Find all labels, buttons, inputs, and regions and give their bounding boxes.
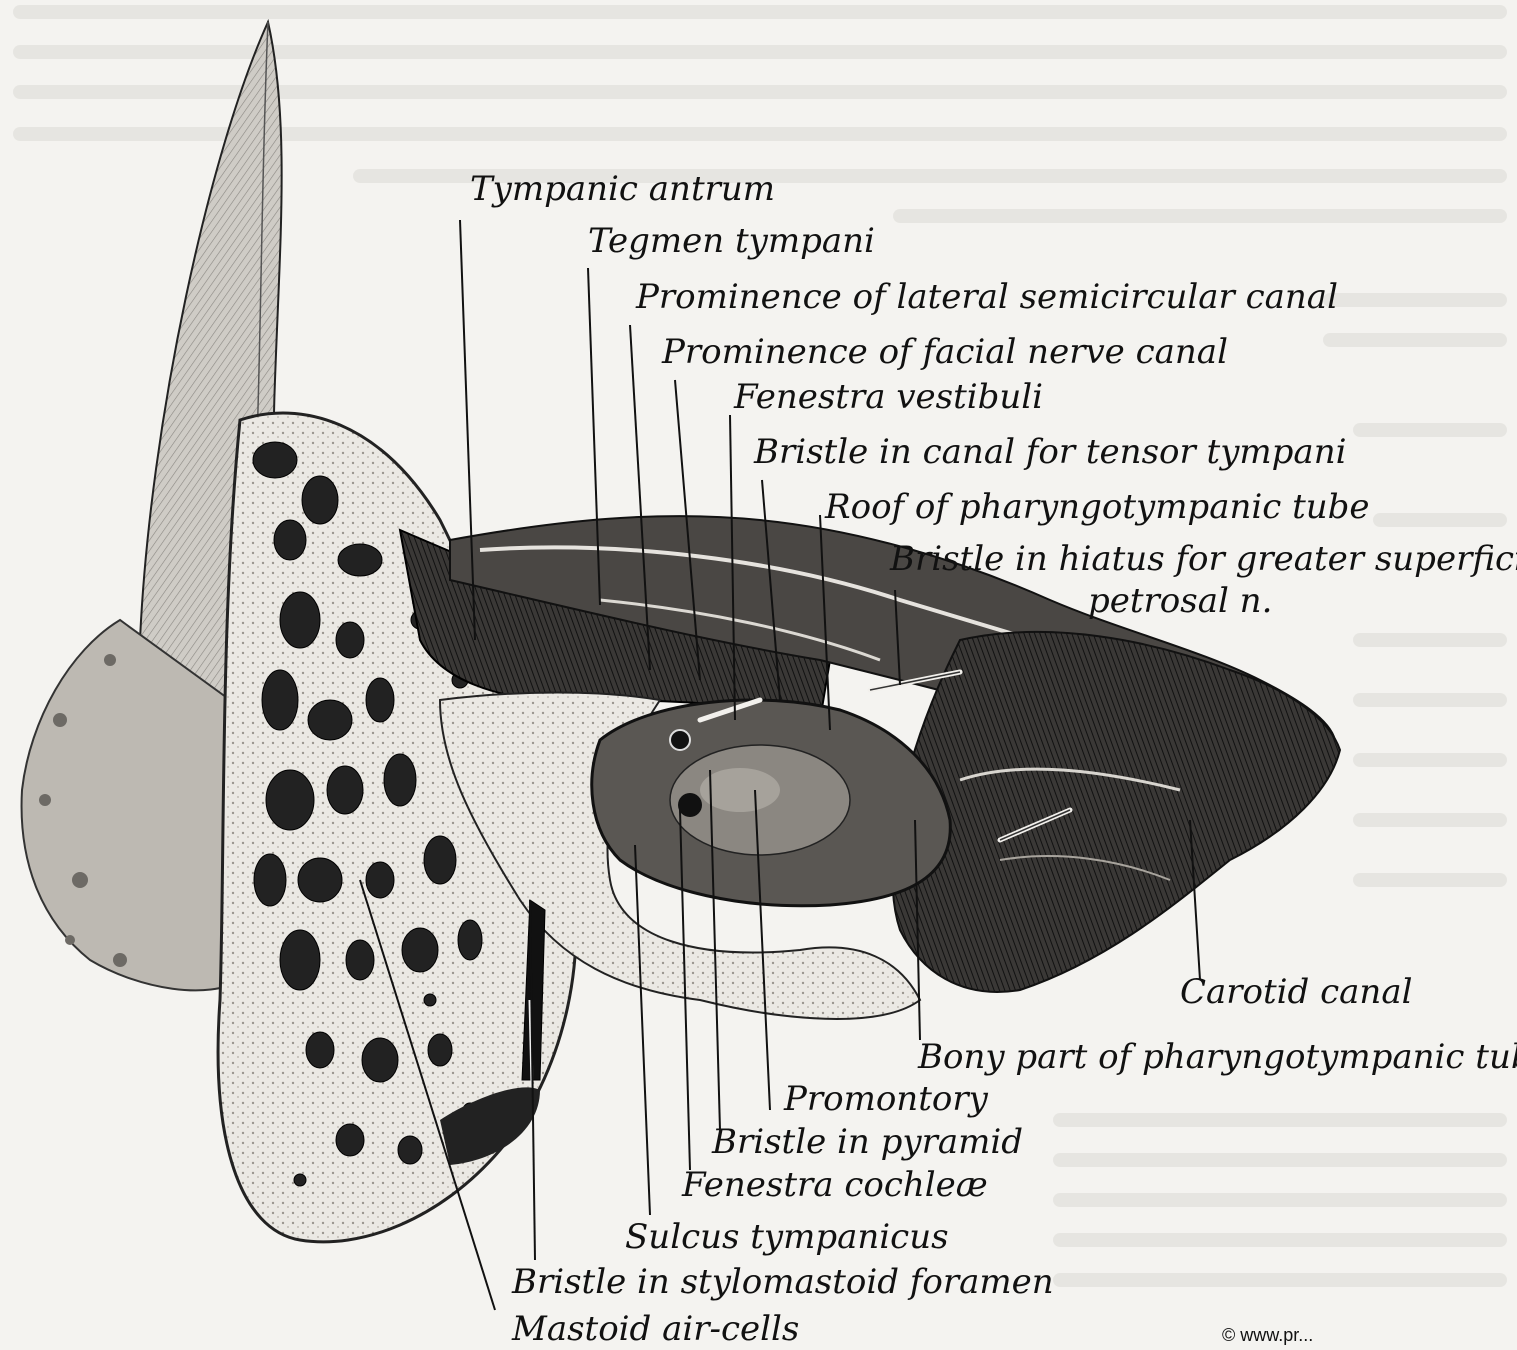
- fenestra-cochleae-mark: [678, 793, 702, 817]
- label-bristle-pyramid: Bristle in pyramid: [712, 1125, 1023, 1159]
- label-mastoid-air-cells: Mastoid air-cells: [512, 1312, 799, 1346]
- label-bristle-hiatus-line1: Bristle in hiatus for greater superficia…: [890, 542, 1517, 576]
- label-roof-pharyngotympanic-tube: Roof of pharyngotympanic tube: [825, 490, 1370, 524]
- label-tympanic-antrum: Tympanic antrum: [470, 172, 775, 206]
- label-carotid-canal: Carotid canal: [1180, 975, 1412, 1009]
- label-bony-part-pharyngotympanic-tube: Bony part of pharyngotympanic tube: [918, 1040, 1517, 1074]
- label-fenestra-vestibuli: Fenestra vestibuli: [734, 380, 1043, 414]
- label-prominence-lateral-semicircular-canal: Prominence of lateral semicircular canal: [636, 280, 1338, 314]
- label-bristle-stylomastoid: Bristle in stylomastoid foramen: [512, 1265, 1054, 1299]
- label-tegmen-tympani: Tegmen tympani: [588, 224, 875, 258]
- label-prominence-facial-nerve-canal: Prominence of facial nerve canal: [662, 335, 1228, 369]
- fenestra-vestibuli-mark: [670, 730, 690, 750]
- source-credit: © www.pr...: [1222, 1325, 1313, 1346]
- label-fenestra-cochleae: Fenestra cochleæ: [682, 1168, 988, 1202]
- label-bristle-hiatus-line2: petrosal n.: [1088, 584, 1272, 618]
- label-promontory: Promontory: [784, 1082, 988, 1116]
- label-bristle-tensor-tympani: Bristle in canal for tensor tympani: [754, 435, 1346, 469]
- label-sulcus-tympanicus: Sulcus tympanicus: [625, 1220, 949, 1254]
